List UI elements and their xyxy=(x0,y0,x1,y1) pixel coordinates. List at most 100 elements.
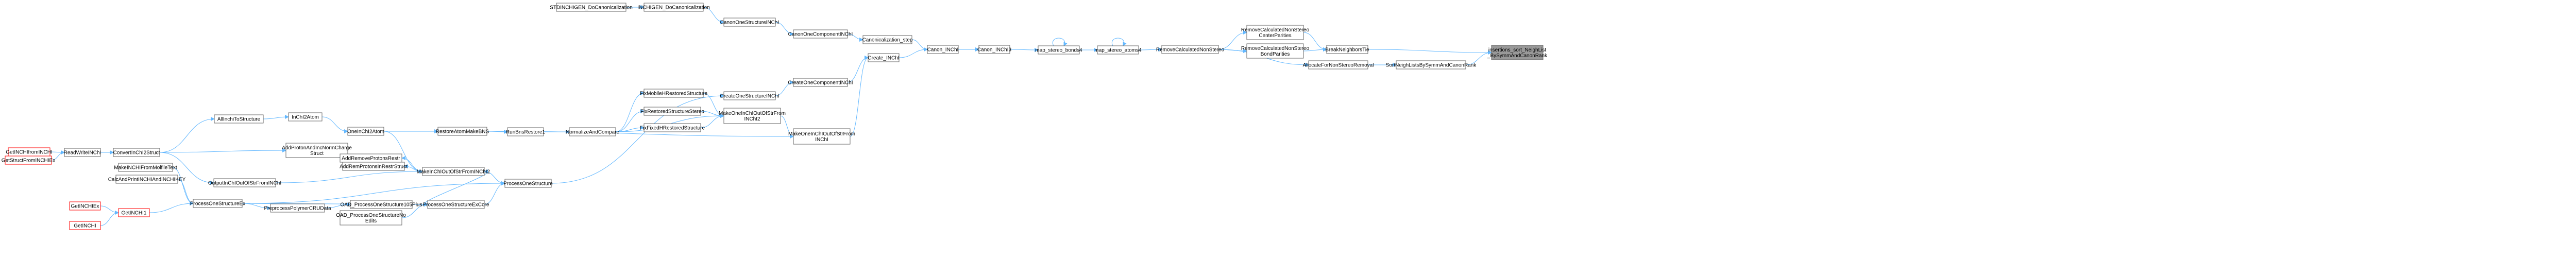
node-canonicalization-step[interactable]: Canonicalization_step xyxy=(862,35,913,44)
node-map-stereo-bonds4[interactable]: map_stereo_bonds4 xyxy=(1035,45,1082,55)
node-box-canon-one-component-inch-i[interactable] xyxy=(793,29,848,39)
node-box-oad-process-one-structure105-plus[interactable] xyxy=(350,200,413,209)
node-box-get-struct-from-inchiex[interactable] xyxy=(5,156,52,165)
node-process-one-structure-ex[interactable]: ProcessOneStructureEx xyxy=(190,199,245,208)
node-box-calc-and-print-inchiand-inchikey[interactable] xyxy=(115,175,178,184)
node-fix-mobile-hrestored-structure[interactable]: FixMobileHRestoredStructure xyxy=(640,89,708,98)
node-get-inchi1[interactable]: GetINCHI1 xyxy=(118,208,150,217)
node-get-inchifrom-inchi[interactable]: GetINCHIfromINCHI xyxy=(6,147,53,157)
node-make-in-ch-iout-of-str-from-inch-i2[interactable]: MakeInChIOutOfStrFromINChI2 xyxy=(417,167,490,176)
node-box-canonicalization-step[interactable] xyxy=(862,35,912,44)
node-box-fix-restored-structure-stereo[interactable] xyxy=(643,107,701,116)
node-box-break-neighbors-tie[interactable] xyxy=(1326,45,1368,54)
node-read-write-inch-i[interactable]: ReadWriteINChI xyxy=(64,148,101,157)
node-box-process-one-structure[interactable] xyxy=(504,179,552,188)
node-box-stdinchigen-do-canonicalization[interactable] xyxy=(556,3,626,12)
node-fix-restored-structure-stereo[interactable]: FixRestoredStructureStereo xyxy=(640,107,704,116)
node-inchigen-do-canonicalization[interactable]: INCHIGEN_DoCanonicalization xyxy=(637,3,710,12)
node-label-make-one-in-ch-iout-of-str-from-inch-i: MakeOneInChIOutOfStrFrom xyxy=(788,131,855,137)
node-box-make-in-ch-iout-of-str-from-inch-i2[interactable] xyxy=(422,167,485,176)
node-box-inchigen-do-canonicalization[interactable] xyxy=(643,3,704,12)
node-box-insertions-sort-neigh-list[interactable] xyxy=(1491,45,1544,60)
node-canon-one-component-inch-i[interactable]: CanonOneComponentINChI xyxy=(788,29,853,39)
node-remove-calculated-non-stereo[interactable]: RemoveCalculatedNonStereo xyxy=(1156,45,1225,54)
node-preprocess-polymer-crudata[interactable]: PreprocessPolymerCRUData xyxy=(264,203,331,213)
node-box-map-stereo-atoms4[interactable] xyxy=(1097,45,1139,55)
node-box-get-inchi1[interactable] xyxy=(118,208,150,217)
node-box-output-in-ch-iout-of-str-from-inch-i[interactable] xyxy=(213,178,276,187)
node-box-one-in-ch-i2-atom[interactable] xyxy=(347,127,384,136)
node-box-allocate-for-non-stereo-removal[interactable] xyxy=(1308,60,1368,70)
node-box-canon-inch-i3[interactable] xyxy=(978,45,1010,54)
node-get-inchi[interactable]: GetINCHI xyxy=(69,221,101,230)
node-box-process-one-structure-ex-core[interactable] xyxy=(427,200,485,209)
node-box-fix-mobile-hrestored-structure[interactable] xyxy=(643,89,704,98)
node-canon-one-structure-inch-i[interactable]: CanonOneStructureINChI xyxy=(720,18,779,27)
node-box-read-write-inch-i[interactable] xyxy=(64,148,101,157)
node-sort-neigh-lists-by-symm-and-canon-rank[interactable]: SortNeighListsBySymmAndCanonRank xyxy=(1386,60,1477,70)
node-box-remove-calculated-non-stereo-bond-parities[interactable] xyxy=(1246,43,1304,59)
node-box-create-one-component-inch-i[interactable] xyxy=(793,78,848,87)
node-restore-atom-make-bns[interactable]: RestoreAtomMakeBNS xyxy=(436,127,489,136)
node-all-inchi-to-structure[interactable]: AllInchiToStructure xyxy=(214,114,264,124)
node-add-removed-protons[interactable]: AddRemProtonsInRestrStruct xyxy=(340,162,408,171)
node-oad-process-one-structure105-plus[interactable]: OAD_ProcessOneStructure105Plus xyxy=(341,200,422,209)
node-stdinchigen-do-canonicalization[interactable]: STDINCHIGEN_DoCanonicalization xyxy=(550,3,633,12)
node-add-remove-protons[interactable]: AddRemoveProtonsRestr xyxy=(340,153,402,163)
node-box-restore-atom-make-bns[interactable] xyxy=(437,127,487,136)
node-box-make-inchifrom-molfile-text[interactable] xyxy=(118,163,173,172)
node-canon-inch-i[interactable]: Canon_INChI xyxy=(927,45,959,54)
node-box-make-one-in-ch-iout-of-str-from-inch-i[interactable] xyxy=(793,128,851,145)
node-box-add-proton-and-increment-norm-charge[interactable] xyxy=(285,143,348,158)
node-fix-fixed-hrestored-structure[interactable]: FixFixedHRestoredStructure xyxy=(640,123,705,132)
node-process-one-structure-ex-core[interactable]: ProcessOneStructureExCore xyxy=(423,200,489,209)
node-box-map-stereo-bonds4[interactable] xyxy=(1038,45,1080,55)
node-box-in-ch-i2-atom[interactable] xyxy=(288,112,323,122)
node-create-one-component-inch-i[interactable]: CreateOneComponentINChI xyxy=(788,78,853,87)
node-create-inch-i[interactable]: Create_INChI xyxy=(868,53,900,62)
node-box-preprocess-polymer-crudata[interactable] xyxy=(270,203,325,213)
node-get-inchiex[interactable]: GetINCHIEx xyxy=(69,201,101,211)
node-box-sort-neigh-lists-by-symm-and-canon-rank[interactable] xyxy=(1396,60,1466,70)
node-process-one-structure[interactable]: ProcessOneStructure xyxy=(503,179,553,188)
node-one-in-ch-i2-atom[interactable]: OneInChI2Atom xyxy=(347,127,384,136)
node-run-bns-restore1[interactable]: RunBnsRestore1 xyxy=(506,127,546,136)
node-box-create-one-structure-inch-i[interactable] xyxy=(723,91,776,100)
node-box-process-one-structure-ex[interactable] xyxy=(193,199,243,208)
node-canon-inch-i3[interactable]: Canon_INChI3 xyxy=(977,45,1012,54)
node-box-create-inch-i[interactable] xyxy=(868,53,900,62)
node-normalize-and-compare[interactable]: NormalizeAndCompare xyxy=(566,127,619,136)
node-box-all-inchi-to-structure[interactable] xyxy=(214,114,264,124)
node-box-oad-process-one-structure-no-edits[interactable] xyxy=(340,210,402,226)
node-break-neighbors-tie[interactable]: BreakNeighborsTie xyxy=(1325,45,1369,54)
node-box-make-one-in-ch-iout-of-str-from-inch-i2[interactable] xyxy=(723,108,781,124)
node-map-stereo-atoms4[interactable]: map_stereo_atoms4 xyxy=(1094,45,1142,55)
node-box-get-inchiex[interactable] xyxy=(69,201,101,211)
node-box-normalize-and-compare[interactable] xyxy=(569,127,616,136)
node-box-add-remove-protons[interactable] xyxy=(340,153,402,163)
node-box-remove-calculated-non-stereo-center-parities[interactable] xyxy=(1246,25,1304,40)
node-in-ch-i2-atom[interactable]: InChI2Atom xyxy=(288,112,323,122)
edge-inchigen-do-canonicalization-to-canon-one-structure-inch-i xyxy=(703,7,724,24)
node-box-fix-fixed-hrestored-structure[interactable] xyxy=(643,123,701,132)
node-create-one-structure-inch-i[interactable]: CreateOneStructureINChI xyxy=(720,91,779,100)
node-box-canon-one-structure-inch-i[interactable] xyxy=(723,18,776,27)
node-box-remove-calculated-non-stereo[interactable] xyxy=(1161,45,1219,54)
node-output-in-ch-iout-of-str-from-inch-i[interactable]: OutputInChIOutOfStrFromINChI xyxy=(208,178,281,187)
node-make-inchifrom-molfile-text[interactable]: MakeINCHIFromMolfileText xyxy=(114,163,177,172)
node-box-canon-inch-i[interactable] xyxy=(927,45,959,54)
node-allocate-for-non-stereo-removal[interactable]: AllocateForNonStereoRemoval xyxy=(1303,60,1374,70)
node-box-get-inchi[interactable] xyxy=(69,221,101,230)
node-calc-and-print-inchiand-inchikey[interactable]: CalcAndPrintINCHIAndINCHIKEY xyxy=(108,175,186,184)
node-convert-in-ch-i2-struct[interactable]: ConvertInChI2Struct xyxy=(113,148,160,157)
node-box-convert-in-ch-i2-struct[interactable] xyxy=(113,148,160,157)
node-get-struct-from-inchiex[interactable]: GetStructFromINCHIEx xyxy=(2,156,55,165)
node-insertions-sort-neigh-list[interactable]: insertions_sort_NeighList_BySymmAndCanon… xyxy=(1487,45,1548,60)
node-box-run-bns-restore1[interactable] xyxy=(507,127,544,136)
